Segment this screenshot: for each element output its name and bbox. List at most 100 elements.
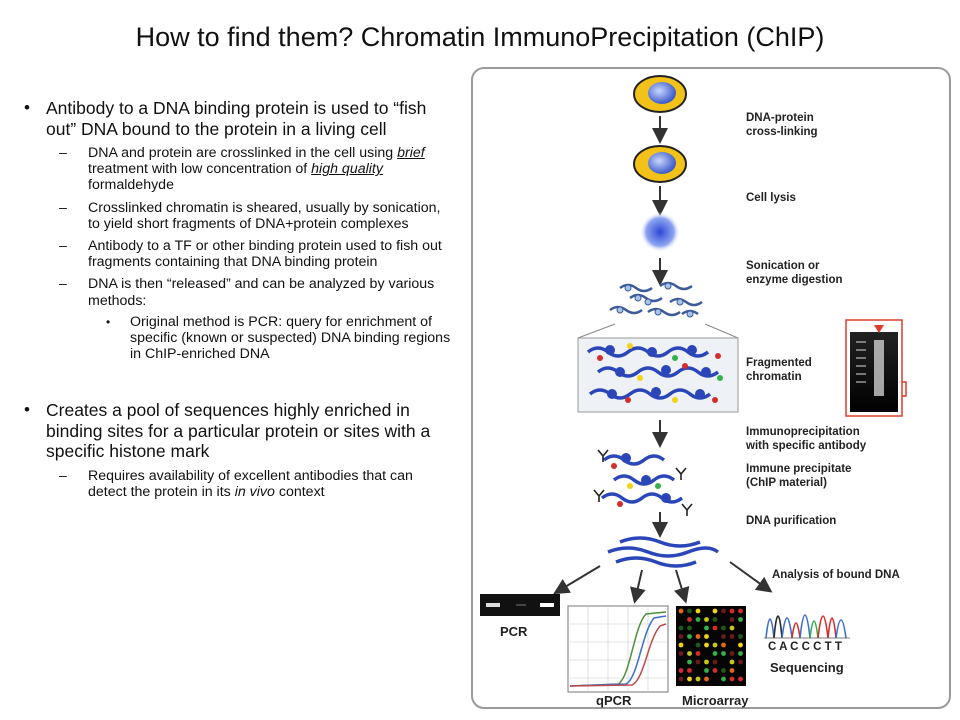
arrow-icon bbox=[674, 569, 690, 604]
label-immune-2: (ChIP material) bbox=[746, 477, 827, 489]
microarray-spot bbox=[729, 625, 735, 631]
dash: – bbox=[59, 276, 67, 293]
microarray-spot bbox=[695, 651, 701, 656]
microarray-spot bbox=[678, 625, 684, 631]
label-sonic-2: enzyme digestion bbox=[746, 274, 843, 286]
microarray-spot bbox=[729, 651, 735, 656]
microarray-spot bbox=[695, 634, 701, 639]
microarray-spot bbox=[721, 642, 726, 648]
sub4-text: DNA is then “released” and can be analyz… bbox=[88, 276, 435, 309]
microarray-spot bbox=[712, 651, 718, 656]
microarray-spot bbox=[729, 608, 735, 614]
microarray-spot bbox=[678, 634, 684, 639]
subsub1-text: Original method is PCR: query for enrich… bbox=[130, 313, 451, 363]
microarray-spot bbox=[712, 659, 718, 665]
label-ip-2: with specific antibody bbox=[745, 440, 867, 452]
microarray-spot bbox=[687, 617, 692, 622]
microarray-icon bbox=[676, 606, 746, 686]
sub-bullet-released: – DNA is then “released” and can be anal… bbox=[22, 276, 452, 308]
sonicated-fragments-icon bbox=[609, 281, 703, 318]
label-frag-2: chromatin bbox=[746, 371, 802, 383]
microarray-spot bbox=[729, 668, 735, 673]
bullet-list: • Antibody to a DNA binding protein is u… bbox=[22, 98, 452, 500]
microarray-spot bbox=[712, 608, 718, 614]
microarray-spot bbox=[695, 659, 701, 665]
dash: – bbox=[59, 238, 67, 255]
microarray-spot bbox=[687, 625, 692, 631]
microarray-spot bbox=[721, 625, 726, 631]
immune-precipitate-icon bbox=[593, 449, 693, 516]
sub1-text-a: DNA and protein are crosslinked in the c… bbox=[88, 145, 398, 161]
microarray-spot bbox=[678, 642, 684, 648]
microarray-spot bbox=[712, 625, 718, 631]
microarray-spot bbox=[729, 659, 735, 665]
microarray-spot bbox=[678, 651, 684, 656]
microarray-spot bbox=[695, 617, 701, 622]
sub-bullet-sheared: – Crosslinked chromatin is sheared, usua… bbox=[22, 200, 452, 232]
microarray-spot bbox=[738, 617, 743, 622]
label-frag-1: Fragmented bbox=[746, 357, 812, 369]
label-lysis: Cell lysis bbox=[746, 192, 796, 204]
microarray-spot bbox=[695, 608, 701, 614]
label-micro: Microarray bbox=[682, 693, 749, 708]
microarray-spot bbox=[712, 617, 718, 622]
qpcr-plot-icon bbox=[567, 605, 669, 693]
microarray-spot bbox=[729, 676, 735, 682]
bullet-pool-text: Creates a pool of sequences highly enric… bbox=[46, 400, 431, 462]
arrow-icon bbox=[553, 565, 601, 595]
microarray-spot bbox=[721, 668, 726, 673]
bullet-antibody-text: Antibody to a DNA binding protein is use… bbox=[46, 98, 427, 139]
microarray-spot bbox=[738, 651, 743, 656]
sub3-text: Antibody to a TF or other binding protei… bbox=[88, 238, 442, 271]
label-purif: DNA purification bbox=[746, 515, 836, 527]
sub5-text-b: context bbox=[274, 484, 325, 501]
purified-dna-icon bbox=[607, 536, 720, 568]
label-immune-1: Immune precipitate bbox=[746, 463, 851, 475]
microarray-spot bbox=[704, 634, 709, 639]
pcr-gel-icon bbox=[480, 594, 560, 616]
sequencing-trace-icon bbox=[764, 614, 850, 639]
sub5-text-a: Requires availability of excellent antib… bbox=[88, 467, 413, 501]
label-qpcr: qPCR bbox=[596, 693, 632, 708]
arrow-icon bbox=[630, 569, 646, 604]
microarray-spot bbox=[687, 659, 692, 665]
label-crosslink-2: cross-linking bbox=[746, 126, 818, 138]
microarray-spot bbox=[721, 634, 726, 639]
cell-crosslinked-icon bbox=[633, 75, 687, 113]
label-analysis: Analysis of bound DNA bbox=[772, 569, 900, 581]
microarray-spot bbox=[687, 634, 692, 639]
microarray-spot bbox=[678, 608, 684, 614]
chip-workflow-figure: DNA-protein cross-linking Cell lysis Son… bbox=[471, 67, 951, 709]
microarray-spot bbox=[738, 608, 743, 614]
microarray-spot bbox=[712, 642, 718, 648]
label-crosslink-1: DNA-protein bbox=[746, 112, 814, 124]
gel-marker-arrow-icon bbox=[874, 325, 884, 333]
microarray-spot bbox=[738, 642, 743, 648]
dash: – bbox=[59, 199, 67, 216]
microarray-spot bbox=[704, 676, 709, 682]
microarray-spot bbox=[721, 608, 726, 614]
microarray-spot bbox=[704, 659, 709, 665]
lysed-nucleus-icon bbox=[640, 212, 680, 252]
label-sonic-1: Sonication or bbox=[746, 260, 820, 272]
bullet-antibody: • Antibody to a DNA binding protein is u… bbox=[22, 98, 452, 139]
microarray-spot bbox=[687, 651, 692, 656]
sub5-in-vivo: in vivo bbox=[234, 484, 275, 501]
bullet-dot: • bbox=[24, 98, 30, 117]
microarray-spot bbox=[704, 617, 709, 622]
microarray-spot bbox=[712, 668, 718, 673]
sub-bullet-antibody-tf: – Antibody to a TF or other binding prot… bbox=[22, 238, 452, 270]
microarray-spot bbox=[721, 676, 726, 682]
sub1-text-c: formaldehyde bbox=[88, 177, 174, 194]
microarray-spot bbox=[678, 676, 684, 682]
sub-bullet-requires: – Requires availability of excellent ant… bbox=[22, 468, 452, 500]
microarray-spot bbox=[678, 668, 684, 673]
microarray-spot bbox=[738, 676, 743, 682]
dash: – bbox=[59, 467, 67, 484]
label-ip-1: Immunoprecipitation bbox=[746, 426, 860, 438]
microarray-spot bbox=[695, 642, 701, 648]
sub1-brief: brief bbox=[397, 145, 425, 161]
slide-title: How to find them? Chromatin ImmunoPrecip… bbox=[135, 22, 825, 52]
microarray-spot bbox=[687, 608, 692, 614]
label-seq-letters: C A C C C T T bbox=[768, 641, 842, 653]
